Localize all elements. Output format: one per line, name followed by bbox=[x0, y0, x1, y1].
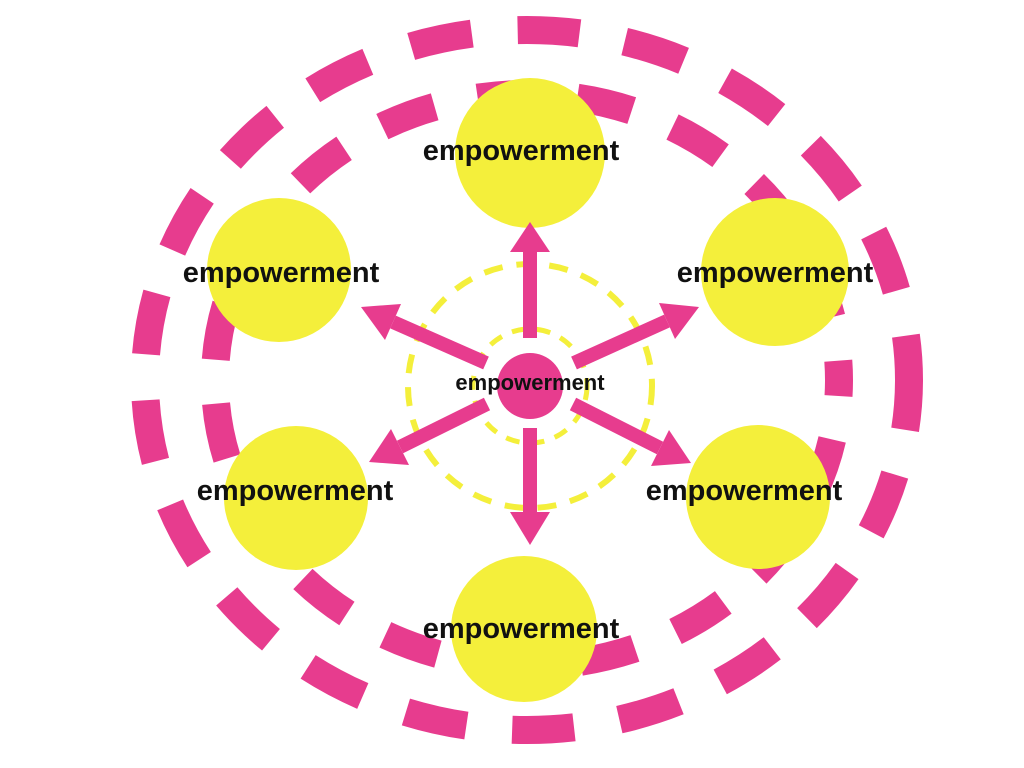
arrow-lower-right-shaft bbox=[569, 397, 664, 455]
arrow-lower-right-head bbox=[651, 430, 691, 466]
node-top bbox=[455, 78, 605, 228]
node-label-lower-right: empowerment bbox=[646, 475, 843, 507]
node-label-lower-left: empowerment bbox=[197, 475, 394, 507]
arrow-upper-left-head bbox=[361, 304, 401, 340]
yellow-dashed-ring-inner bbox=[470, 326, 590, 446]
arrow-lower-left-shaft bbox=[396, 397, 491, 454]
arrow-upper-left-shaft bbox=[390, 315, 489, 370]
arrow-up-head bbox=[510, 222, 550, 252]
arrow-up bbox=[510, 222, 550, 338]
arrow-lower-left bbox=[369, 397, 491, 465]
arrow-upper-right-shaft bbox=[571, 314, 670, 370]
node-label-upper-right: empowerment bbox=[677, 257, 874, 289]
arrow-upper-right bbox=[571, 303, 699, 370]
outer-dashed-ring bbox=[131, 16, 923, 744]
center-node bbox=[497, 353, 563, 419]
node-label-upper-left: empowerment bbox=[183, 257, 380, 289]
node-upper-left bbox=[207, 198, 351, 342]
arrow-lower-right bbox=[569, 397, 691, 466]
node-lower-right bbox=[686, 425, 830, 569]
arrow-lower-left-head bbox=[369, 429, 409, 465]
arrow-upper-right-head bbox=[659, 303, 699, 339]
node-bottom bbox=[451, 556, 597, 702]
arrow-upper-left bbox=[361, 304, 489, 370]
node-label-bottom: empowerment bbox=[423, 613, 620, 645]
center-node-label: empowerment bbox=[455, 370, 605, 395]
node-label-top: empowerment bbox=[423, 135, 620, 167]
arrow-down-head bbox=[510, 512, 550, 545]
node-lower-left bbox=[224, 426, 368, 570]
arrow-down bbox=[510, 428, 550, 545]
node-upper-right bbox=[701, 198, 849, 346]
